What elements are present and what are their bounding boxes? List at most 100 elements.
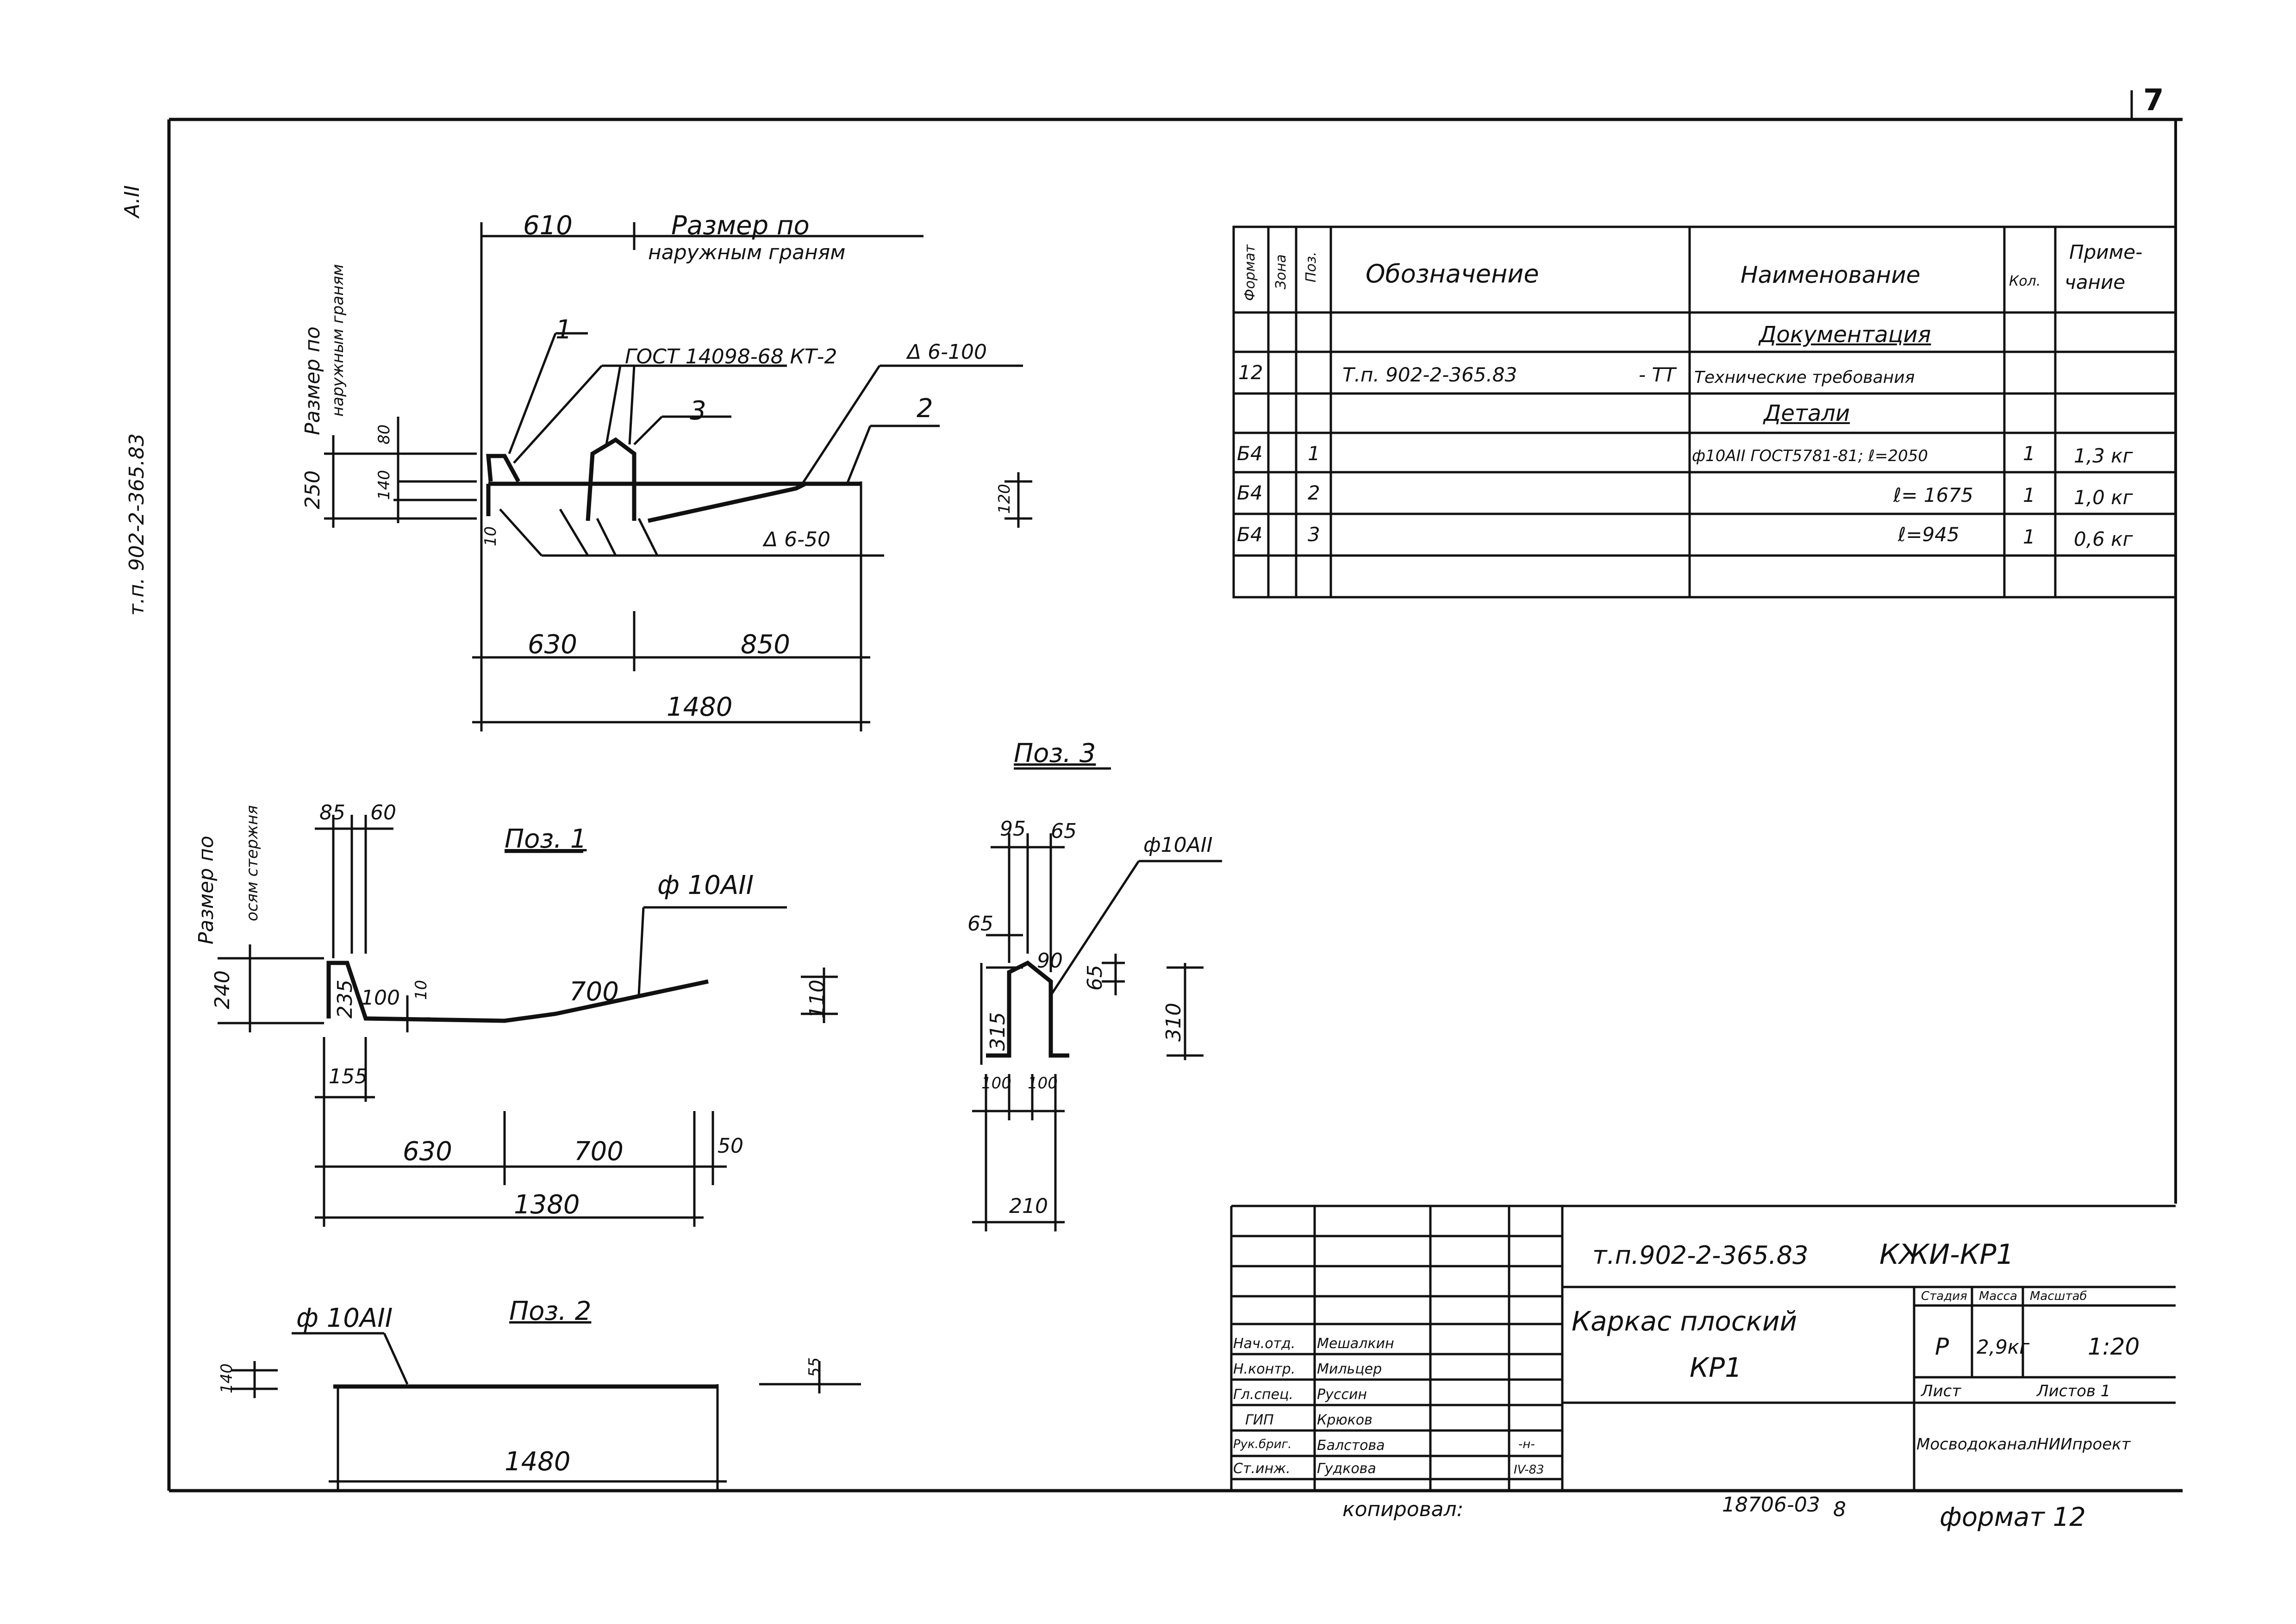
tb-title-line1: Каркас плоский [1572,1305,1797,1337]
th-format: Формат [1242,244,1258,301]
pos2-title: Поз. 2 [509,1296,592,1326]
page-number: 7 [2143,83,2164,118]
dim-630-pos1: 630 [403,1137,452,1167]
assembly-view [324,222,1032,731]
sig-name-1: Мешалкин [1317,1336,1394,1352]
dim-700-slope: 700 [569,977,619,1007]
dim-235: 235 [333,980,357,1018]
tb-scale-label: Масштаб [2030,1289,2087,1303]
dim-1480-pos2: 1480 [505,1447,571,1477]
section-docs: Документация [1759,322,1931,348]
dim-100a: 100 [981,1074,1011,1093]
footer-sheet-num: 8 [1833,1498,1846,1521]
dim-120: 120 [995,484,1014,514]
row1-note: 1,3 кг [2074,444,2133,467]
row3-note: 0,6 кг [2074,528,2133,550]
dim-100b: 100 [1028,1074,1058,1093]
dim-700-pos1: 700 [574,1137,624,1167]
sig-date-6: IV-83 [1514,1463,1544,1477]
pos3-title: Поз. 3 [1014,738,1096,768]
gost-weld: ГОСТ 14098-68 КТ-2 [625,345,837,369]
tb-doc-code: т.п.902-2-365.83 [1592,1241,1809,1270]
dim-610: 610 [523,211,573,241]
weld-6-50: Δ 6-50 [764,528,830,551]
tb-stage-label: Стадия [1921,1289,1967,1303]
pos3-view [972,767,1222,1231]
row2-pos: 2 [1308,481,1320,504]
dim-310: 310 [1162,1003,1185,1042]
doc-row-name: Технические требования [1694,368,1915,387]
dim-1480-top: 1480 [667,692,733,722]
sig-role-2: Н.контр. [1233,1361,1296,1377]
pos1-rebar: ф 10АII [657,870,754,900]
th-designation: Обозначение [1366,259,1539,288]
th-note1: Приме- [2069,241,2143,263]
th-zone: Зона [1273,254,1289,289]
callout-2: 2 [917,394,933,424]
dim-140: 140 [375,470,393,500]
callout-1: 1 [555,315,572,345]
dim-60: 60 [370,801,396,824]
pos1-view [218,815,838,1227]
dim-100: 100 [361,986,400,1010]
tb-sheets-label: Листов 1 [2037,1382,2111,1400]
dim-65-left: 65 [967,912,993,936]
dim-65-right: 65 [1083,965,1107,991]
tb-sheet-code: КЖИ-КР1 [1879,1238,2014,1271]
doc-row-suffix: - ТТ [1639,363,1676,386]
th-pos: Поз. [1303,251,1319,282]
row2-name: ℓ= 1675 [1893,484,1973,506]
tb-sheet-label: Лист [1921,1382,1961,1400]
dim-630-top: 630 [528,630,577,660]
dim-80: 80 [375,424,393,444]
sig-role-1: Нач.отд. [1233,1336,1296,1352]
row3-pos: 3 [1308,523,1320,546]
sig-date-5: -н- [1518,1437,1535,1451]
th-note2: чание [2065,271,2126,294]
dim-10-pos1: 10 [412,980,430,1000]
tb-stage: Р [1935,1333,1949,1360]
tb-mass-label: Масса [1979,1289,2017,1303]
title-block-lines [1230,1205,2176,1491]
tb-organization: МосводоканалНИИпроект [1916,1435,2131,1454]
dim-850: 850 [741,630,790,660]
section-parts: Детали [1764,400,1850,426]
pos1-side-label2: осям стержня [243,805,262,921]
row1-format: Б4 [1237,442,1263,465]
doc-row-format: 12 [1238,361,1263,384]
tb-mass: 2,9кг [1977,1336,2030,1358]
row1-name: ф10АII ГОСТ5781-81; ℓ=2050 [1692,447,1928,465]
top-note-line1: Размер по [671,211,810,241]
pos2-rebar: ф 10АII [296,1303,393,1333]
dim-140-pos2: 140 [218,1363,236,1393]
dim-65-top: 65 [1051,819,1077,843]
sig-name-5: Балстова [1317,1437,1385,1454]
row2-format: Б4 [1237,481,1263,504]
dim-1380: 1380 [514,1190,580,1220]
callout-3: 3 [690,396,706,426]
weld-6-100: Δ 6-100 [907,340,987,364]
tb-scale: 1:20 [2088,1333,2140,1360]
footer-copied: копировал: [1342,1498,1464,1521]
tb-title-line2: КР1 [1690,1352,1742,1383]
dim-10: 10 [481,526,500,546]
row2-qty: 1 [2023,484,2035,506]
dim-85: 85 [319,801,345,824]
sig-role-4: ГИП [1245,1412,1274,1428]
dim-250: 250 [301,470,324,509]
dim-90: 90 [1037,949,1063,973]
dim-55: 55 [805,1357,824,1377]
row3-format: Б4 [1237,523,1263,546]
row3-qty: 1 [2023,525,2035,548]
row1-qty: 1 [2023,442,2035,465]
dim-210: 210 [1009,1194,1048,1218]
top-side-label1: Размер по [301,326,324,435]
row3-name: ℓ=945 [1898,523,1959,546]
footer-format: формат 12 [1940,1502,2086,1532]
sig-name-4: Крюков [1317,1412,1373,1428]
sheet-frame [167,90,2183,1493]
spec-table-lines [1232,225,2177,599]
top-note-line2: наружным граням [648,241,846,264]
sig-name-6: Гудкова [1317,1461,1376,1477]
